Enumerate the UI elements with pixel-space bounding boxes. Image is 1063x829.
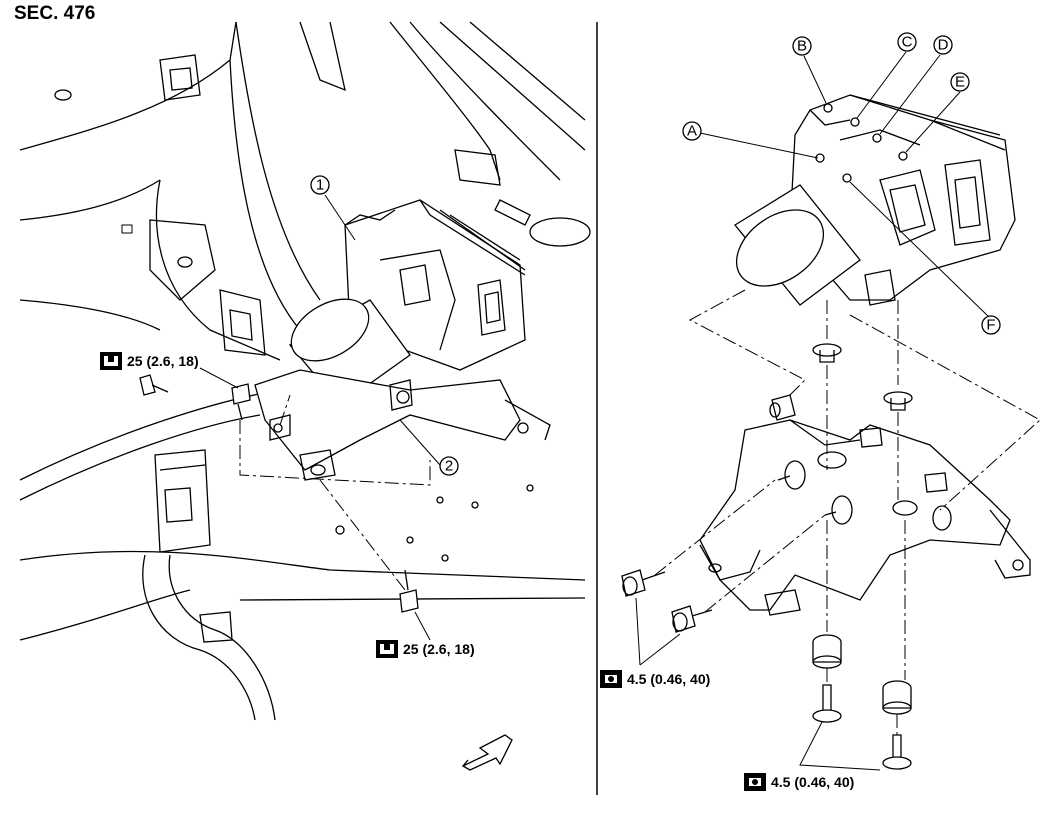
torque-label-mount-bolts: 4.5 (0.46, 40) <box>744 773 854 791</box>
mounting-bracket <box>699 419 1031 616</box>
torque-label-left-lower: 25 (2.6, 18) <box>376 640 475 658</box>
callout-E: E <box>950 72 970 92</box>
bracket-bolt-lower <box>671 605 713 633</box>
svg-text:25 (2.6, 18): 25 (2.6, 18) <box>127 353 199 369</box>
front-direction-arrow <box>461 734 513 771</box>
callout-D: D <box>933 35 953 55</box>
svg-text:4.5 (0.46, 40): 4.5 (0.46, 40) <box>771 774 854 790</box>
leader-D <box>879 54 941 135</box>
torque-wrench-filled-icon <box>744 773 766 791</box>
torque-wrench-icon <box>376 640 398 658</box>
callout-F: F <box>981 315 1001 335</box>
left-body-structure <box>19 21 591 641</box>
leader-torque-left-lower <box>414 611 431 641</box>
svg-text:4.5 (0.46, 40): 4.5 (0.46, 40) <box>627 671 710 687</box>
svg-text:B: B <box>797 38 807 55</box>
assembly-line-right-l <box>704 514 826 613</box>
svg-text:C: C <box>902 34 913 51</box>
abs-actuator-assembly-left <box>254 199 551 481</box>
leader-1 <box>324 194 356 241</box>
lower-insulator-left <box>812 634 842 669</box>
callout-B: B <box>792 36 812 56</box>
svg-text:D: D <box>938 37 949 54</box>
callout-2: 2 <box>439 456 459 476</box>
harness-connector <box>142 449 276 721</box>
abs-actuator-assembly-right <box>734 94 1016 306</box>
callout-C: C <box>897 32 917 52</box>
torque-wrench-icon <box>100 352 122 370</box>
leader-torque-mount <box>799 721 881 771</box>
section-title: SEC. 476 <box>14 3 96 24</box>
leader-A <box>699 132 819 159</box>
mount-bolt-left <box>812 684 842 723</box>
assembly-line-right-d <box>849 314 1041 511</box>
svg-text:F: F <box>986 317 995 334</box>
assembly-line-right-a <box>688 289 806 396</box>
bolt-left-side <box>139 374 169 396</box>
upper-grommet-right <box>883 391 913 411</box>
svg-text:25 (2.6, 18): 25 (2.6, 18) <box>403 641 475 657</box>
bracket-bolt-upper <box>621 569 666 597</box>
mount-bolt-right <box>882 734 912 770</box>
assembly-line-left-a <box>239 420 431 486</box>
leader-F <box>849 181 991 319</box>
leader-torque-bracket <box>635 597 681 666</box>
bolt-left-lower <box>399 569 419 613</box>
upper-grommet-center <box>812 343 842 363</box>
lower-insulator-right <box>882 680 912 715</box>
bolt-left-upper <box>231 383 251 421</box>
torque-label-left-upper: 25 (2.6, 18) <box>100 352 199 370</box>
assembly-line-right-k <box>654 479 776 576</box>
svg-text:E: E <box>955 74 965 91</box>
assembly-line-left-b <box>319 479 406 591</box>
svg-text:1: 1 <box>316 177 324 194</box>
upper-collar-left <box>769 394 796 421</box>
svg-text:A: A <box>687 123 697 140</box>
torque-wrench-filled-icon <box>600 670 622 688</box>
leader-torque-left-upper <box>199 367 239 389</box>
callout-1: 1 <box>310 175 330 195</box>
leader-B <box>803 55 827 104</box>
assembly-line-left-c <box>279 394 291 426</box>
leader-2 <box>399 419 441 466</box>
torque-label-bracket-bolts: 4.5 (0.46, 40) <box>600 670 710 688</box>
leader-E <box>905 91 961 153</box>
leader-C <box>856 51 907 119</box>
callout-A: A <box>682 121 702 141</box>
svg-text:2: 2 <box>445 458 453 475</box>
